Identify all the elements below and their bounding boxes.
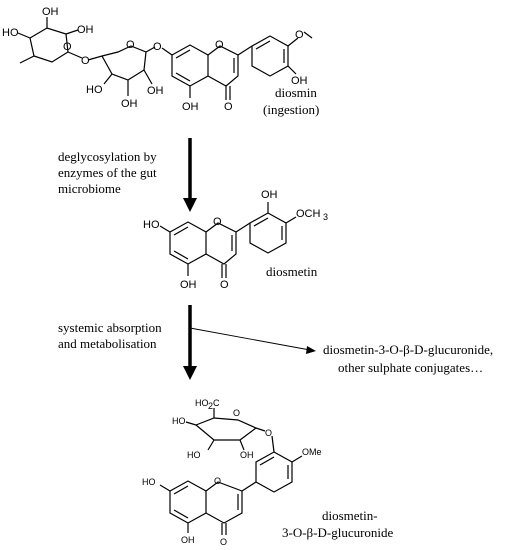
- ring-c: [207, 45, 239, 87]
- arrow-absorption: [183, 305, 197, 380]
- bond: [259, 456, 275, 466]
- atom-label: OH: [261, 189, 278, 201]
- atom-label: OH: [240, 450, 254, 460]
- ring-a: [169, 221, 207, 265]
- glucuronic-ring: [195, 417, 258, 441]
- bond: [175, 49, 191, 59]
- bond: [207, 439, 215, 451]
- atom-label: OCH: [296, 208, 321, 220]
- diosmin-name: diosmin: [275, 85, 317, 100]
- bond: [159, 484, 171, 492]
- bond: [239, 439, 245, 451]
- ring-b: [249, 212, 287, 254]
- ring-b: [251, 35, 289, 77]
- bond: [253, 217, 269, 227]
- bond: [255, 427, 266, 432]
- atom-label: OMe: [302, 447, 322, 457]
- bond: [271, 435, 275, 453]
- bond: [287, 37, 299, 47]
- atom-label: O: [220, 279, 229, 291]
- bond: [241, 481, 257, 492]
- bond: [173, 485, 189, 495]
- bond: [285, 216, 297, 224]
- bond: [67, 51, 83, 59]
- atom-label: HO: [195, 398, 209, 408]
- atom-label: OH: [182, 101, 199, 113]
- bond: [161, 47, 173, 56]
- side-product-line1: diosmetin-3-O-β-D-glucuronide,: [323, 342, 493, 357]
- ring-a: [171, 44, 209, 87]
- ring-c: [205, 222, 237, 265]
- bond: [235, 222, 251, 233]
- glucuronide-structure: HO 2 C O HO HO OH O OMe HO O OH O: [142, 398, 322, 547]
- step1-line1: deglycosylation by: [58, 149, 157, 164]
- atom-label: O: [126, 39, 135, 51]
- atom-label: O: [214, 476, 221, 486]
- atom-label: HO: [187, 450, 201, 460]
- atom-label: OH: [181, 535, 195, 545]
- bond: [145, 46, 156, 53]
- bond: [255, 40, 271, 50]
- atom-label: HO: [2, 27, 19, 39]
- atom-label: HO: [172, 416, 186, 426]
- bond: [237, 45, 253, 56]
- atom-label: O: [215, 39, 224, 51]
- atom-label: HO: [143, 219, 160, 231]
- arrow-deglycosylation: [183, 138, 197, 212]
- arrow-side-pathway: [189, 327, 316, 354]
- diosmetin-name: diosmetin: [266, 264, 318, 279]
- bond: [17, 32, 31, 39]
- step1-line2: enzymes of the gut: [58, 165, 157, 180]
- atom-label: O: [153, 41, 162, 53]
- atom-label: OH: [42, 6, 59, 18]
- bond: [291, 455, 303, 463]
- bond: [159, 225, 171, 233]
- diosmetin-structure: OH OCH 3 HO O OH O: [143, 189, 328, 291]
- ring-a: [169, 480, 207, 524]
- atom-label: O: [265, 428, 272, 438]
- glucuronide-name-line2: 3-O-β-D-glucuronide: [282, 525, 394, 540]
- bond: [287, 65, 297, 75]
- ring-c: [205, 481, 243, 524]
- diosmin-structure: OH HO OH O O O O HO OH OH O OH O O OH: [2, 6, 313, 113]
- step2-line1: systemic absorption: [58, 320, 162, 335]
- bond: [65, 29, 79, 35]
- bond: [103, 73, 113, 85]
- bond: [19, 55, 35, 64]
- atom-label: O: [63, 41, 72, 53]
- atom-label: O: [81, 55, 90, 67]
- atom-label: OH: [77, 24, 94, 36]
- side-product-line2: other sulphate conjugates…: [338, 360, 483, 375]
- bond: [173, 250, 189, 260]
- bond: [173, 509, 189, 519]
- atom-label: OH: [147, 85, 164, 97]
- atom-label: OH: [291, 75, 308, 87]
- atom-subscript: 3: [323, 212, 328, 222]
- atom-label: O: [224, 101, 233, 113]
- step1-line3: microbiome: [58, 181, 121, 196]
- atom-subscript: 2: [208, 401, 213, 411]
- atom-label: C: [213, 398, 220, 408]
- bond: [185, 421, 197, 426]
- bond: [303, 31, 313, 39]
- atom-label: O: [233, 408, 240, 418]
- atom-label: O: [220, 537, 227, 547]
- ring-b: [255, 451, 293, 493]
- bond: [175, 72, 191, 82]
- bond: [143, 69, 153, 85]
- atom-label: OH: [180, 279, 197, 291]
- atom-label: O: [213, 216, 222, 228]
- atom-label: OH: [121, 98, 138, 110]
- atom-label: HO: [86, 84, 103, 96]
- diosmin-note: (ingestion): [263, 102, 319, 117]
- bond: [87, 55, 103, 61]
- atom-label: HO: [142, 477, 156, 487]
- atom-label: O: [295, 29, 304, 41]
- glucose-ring: [101, 45, 147, 81]
- glucuronide-name-line1: diosmetin-: [322, 508, 378, 523]
- bond: [173, 226, 189, 236]
- step2-line2: and metabolisation: [58, 336, 157, 351]
